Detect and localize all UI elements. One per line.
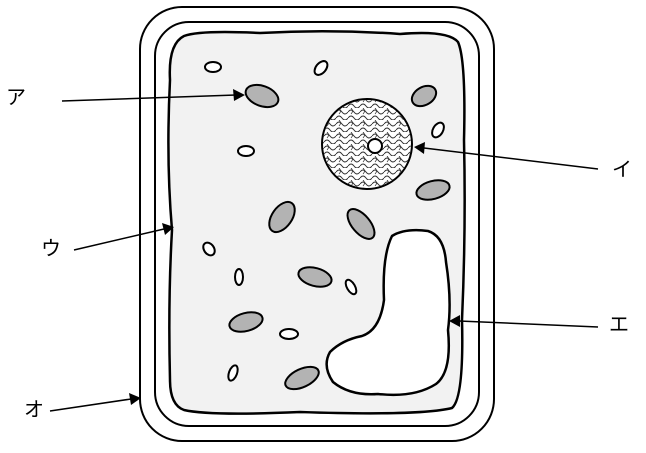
label-i: イ (612, 159, 632, 179)
nucleolus (368, 139, 382, 153)
arrow-o (50, 393, 141, 411)
small-organelle (280, 329, 298, 339)
small-organelle (238, 146, 254, 156)
label-o: オ (24, 399, 44, 419)
label-e: エ (609, 314, 629, 334)
label-u: ウ (41, 238, 61, 258)
small-organelle (205, 62, 221, 72)
label-a: ア (6, 87, 26, 107)
nucleus-texture (323, 100, 411, 188)
small-organelle (235, 269, 243, 285)
